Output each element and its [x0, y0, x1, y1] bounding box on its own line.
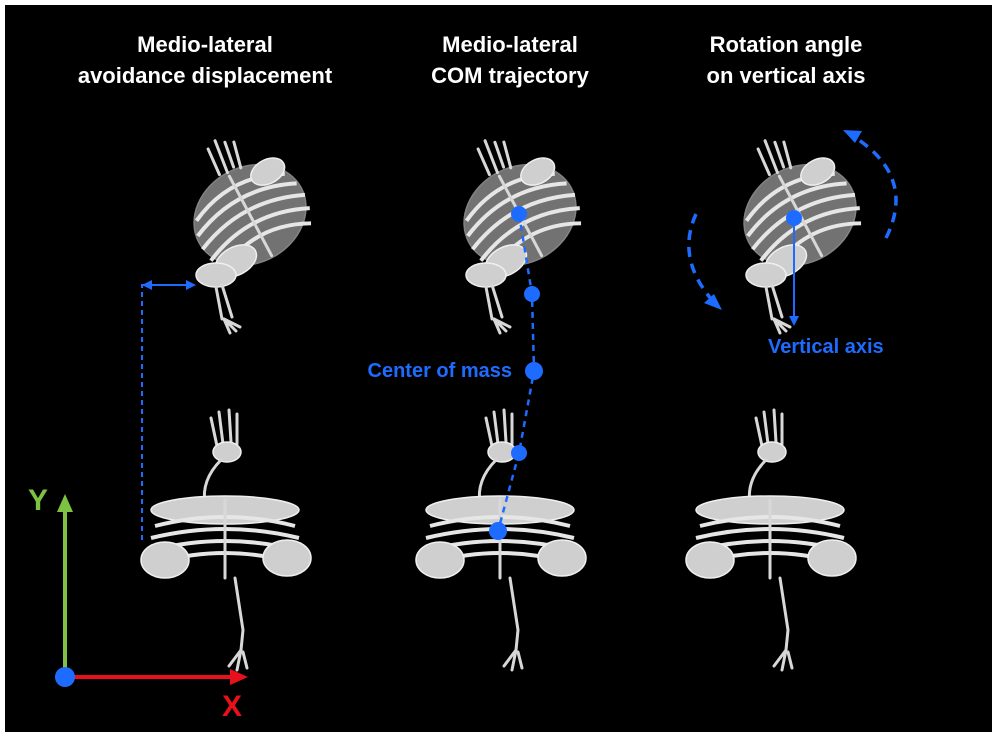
- displacement-arrow-right-head: [186, 280, 196, 290]
- y-axis-arrowhead: [57, 494, 73, 512]
- rotation-annotation: Vertical axis: [687, 130, 898, 358]
- skeleton-lower-panel-3: [684, 408, 858, 672]
- com-point-labeled: [525, 362, 543, 380]
- com-point: [511, 445, 527, 461]
- panel-3-title-line2: on vertical axis: [707, 63, 866, 88]
- rotation-arc-left: [687, 213, 714, 302]
- rotation-center-point: [786, 210, 802, 226]
- rotation-arc-right-arrowhead: [843, 130, 862, 143]
- displacement-dashed-path: [141, 284, 150, 540]
- x-axis-label: X: [222, 690, 242, 723]
- panel-3-title-line1: Rotation angle: [710, 32, 863, 57]
- vertical-axis-label: Vertical axis: [768, 336, 884, 358]
- com-point: [489, 522, 507, 540]
- panel-2-title-line1: Medio-lateral: [442, 32, 578, 57]
- skeleton-lower-panel-1: [139, 408, 313, 672]
- displacement-arrow-left-head: [142, 280, 152, 290]
- com-trajectory-annotation: Center of mass: [368, 206, 543, 540]
- skeleton-upper-panel-2: [428, 113, 596, 335]
- skeleton-upper-panel-1: [158, 113, 326, 335]
- panel-1-title-line1: Medio-lateral: [137, 32, 273, 57]
- black-frame: [5, 5, 992, 732]
- com-point: [524, 286, 540, 302]
- panel-2-title-line2: COM trajectory: [431, 63, 589, 88]
- y-axis-label: Y: [28, 484, 48, 517]
- panel-1-title-line2: avoidance displacement: [78, 63, 333, 88]
- panel-1-title: Medio-lateral avoidance displacement: [78, 32, 333, 88]
- panel-3-title: Rotation angle on vertical axis: [707, 32, 866, 88]
- com-point: [511, 206, 527, 222]
- avoidance-displacement-annotation: [141, 280, 196, 540]
- skeleton-lower-panel-2: [414, 408, 588, 672]
- rotation-arc-right: [855, 136, 898, 239]
- rotation-arc-left-arrowhead: [704, 294, 722, 310]
- panel-2-title: Medio-lateral COM trajectory: [431, 32, 589, 88]
- vertical-axis-arrowhead: [789, 316, 799, 326]
- coordinate-axes: Y X: [28, 484, 248, 723]
- origin-point: [55, 667, 75, 687]
- center-of-mass-label: Center of mass: [368, 360, 513, 382]
- x-axis-arrowhead: [230, 669, 248, 685]
